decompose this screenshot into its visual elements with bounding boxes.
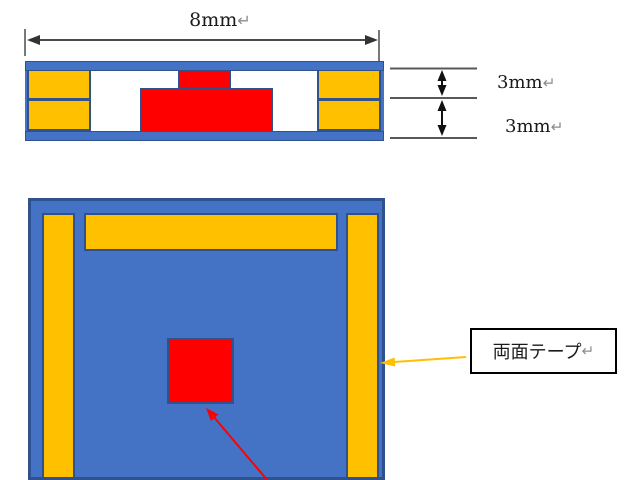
- bottom-base-plate: [25, 131, 384, 141]
- arrowhead-left-icon: [27, 35, 40, 45]
- arrowhead-up-icon: [437, 70, 447, 81]
- thickness-top-label: 3mm↵: [497, 72, 555, 93]
- chip-body-cross-section: [140, 88, 273, 132]
- arrowhead-down-icon: [437, 125, 447, 136]
- tape-block-left-lower: [27, 99, 91, 131]
- width-dimension-value: 8mm: [189, 9, 238, 31]
- return-mark-icon: ↵: [237, 11, 251, 30]
- chip-top-view: [167, 338, 234, 404]
- arrow-shaft: [393, 356, 467, 363]
- return-mark-icon: ↵: [581, 342, 595, 360]
- tape-strip-top: [84, 213, 338, 251]
- arrowhead-down-icon: [437, 85, 447, 96]
- tape-strip-right: [346, 213, 379, 477]
- tape-block-left-upper: [27, 69, 91, 100]
- return-mark-icon: ↵: [550, 118, 564, 136]
- tape-callout-text: 両面テープ: [492, 342, 582, 363]
- top-cover-plate: [25, 61, 384, 71]
- arrowhead-up-icon: [437, 100, 447, 111]
- tape-block-right-lower: [317, 99, 381, 131]
- width-dimension-label: 8mm↵: [150, 9, 290, 31]
- tape-strip-left: [42, 213, 75, 477]
- thickness-bottom-label: 3mm↵: [505, 116, 563, 137]
- tape-block-right-upper: [317, 69, 381, 100]
- tape-callout-arrow: [380, 356, 467, 367]
- board-top-view: [28, 198, 385, 480]
- arrowhead-right-icon: [365, 35, 378, 45]
- tape-callout-box: 両面テープ↵: [470, 328, 617, 374]
- thickness-bottom-value: 3mm: [505, 116, 551, 137]
- thickness-bottom-arrow: [437, 100, 447, 136]
- chip-top-cross-section: [178, 70, 231, 89]
- return-mark-icon: ↵: [542, 74, 556, 92]
- thickness-top-arrow: [437, 70, 447, 96]
- width-dimension-arrow: [24, 29, 380, 61]
- thickness-top-value: 3mm: [497, 72, 543, 93]
- thickness-leader-lines: [390, 67, 477, 139]
